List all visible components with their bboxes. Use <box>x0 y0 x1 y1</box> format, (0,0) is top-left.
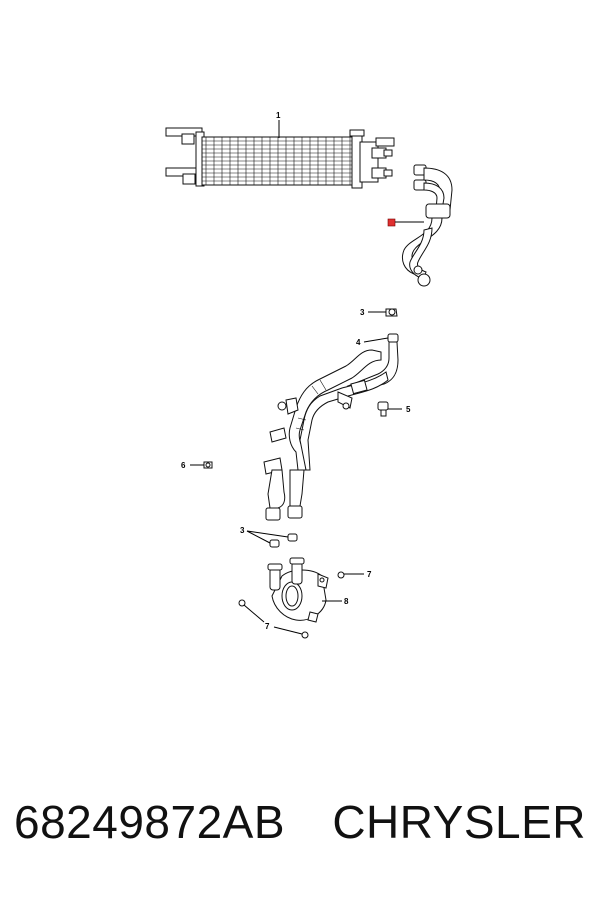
bolt-part-6 <box>203 461 213 469</box>
callout-7-right: 7 <box>367 570 372 579</box>
callout-3-lower: 3 <box>240 526 245 535</box>
cooler-fins <box>202 137 354 185</box>
leader-lines <box>190 120 402 635</box>
adapter-part-8 <box>267 557 329 623</box>
callout-1: 1 <box>276 111 281 120</box>
hose-assembly-part-4 <box>263 333 399 521</box>
fitting-part-5 <box>377 401 389 417</box>
callout-6: 6 <box>181 461 186 470</box>
upper-hose-assembly <box>401 164 453 287</box>
caption-bar: 68249872AB CHRYSLER <box>0 795 600 865</box>
callout-8: 8 <box>344 597 349 606</box>
callout-5: 5 <box>406 405 411 414</box>
part-number: 68249872AB <box>14 796 286 848</box>
clips-part-3-lower <box>269 533 298 548</box>
callout-4: 4 <box>356 338 361 347</box>
clip-part-3-upper <box>385 308 398 317</box>
bolts-part-7 <box>238 571 345 639</box>
cooler-assembly <box>165 127 395 189</box>
highlight-marker <box>387 218 396 227</box>
callout-7-lower: 7 <box>265 622 270 631</box>
brand-name: CHRYSLER <box>332 796 586 848</box>
callouts: 1 3 4 5 6 3 7 8 7 <box>181 111 411 631</box>
callout-3-upper: 3 <box>360 308 365 317</box>
